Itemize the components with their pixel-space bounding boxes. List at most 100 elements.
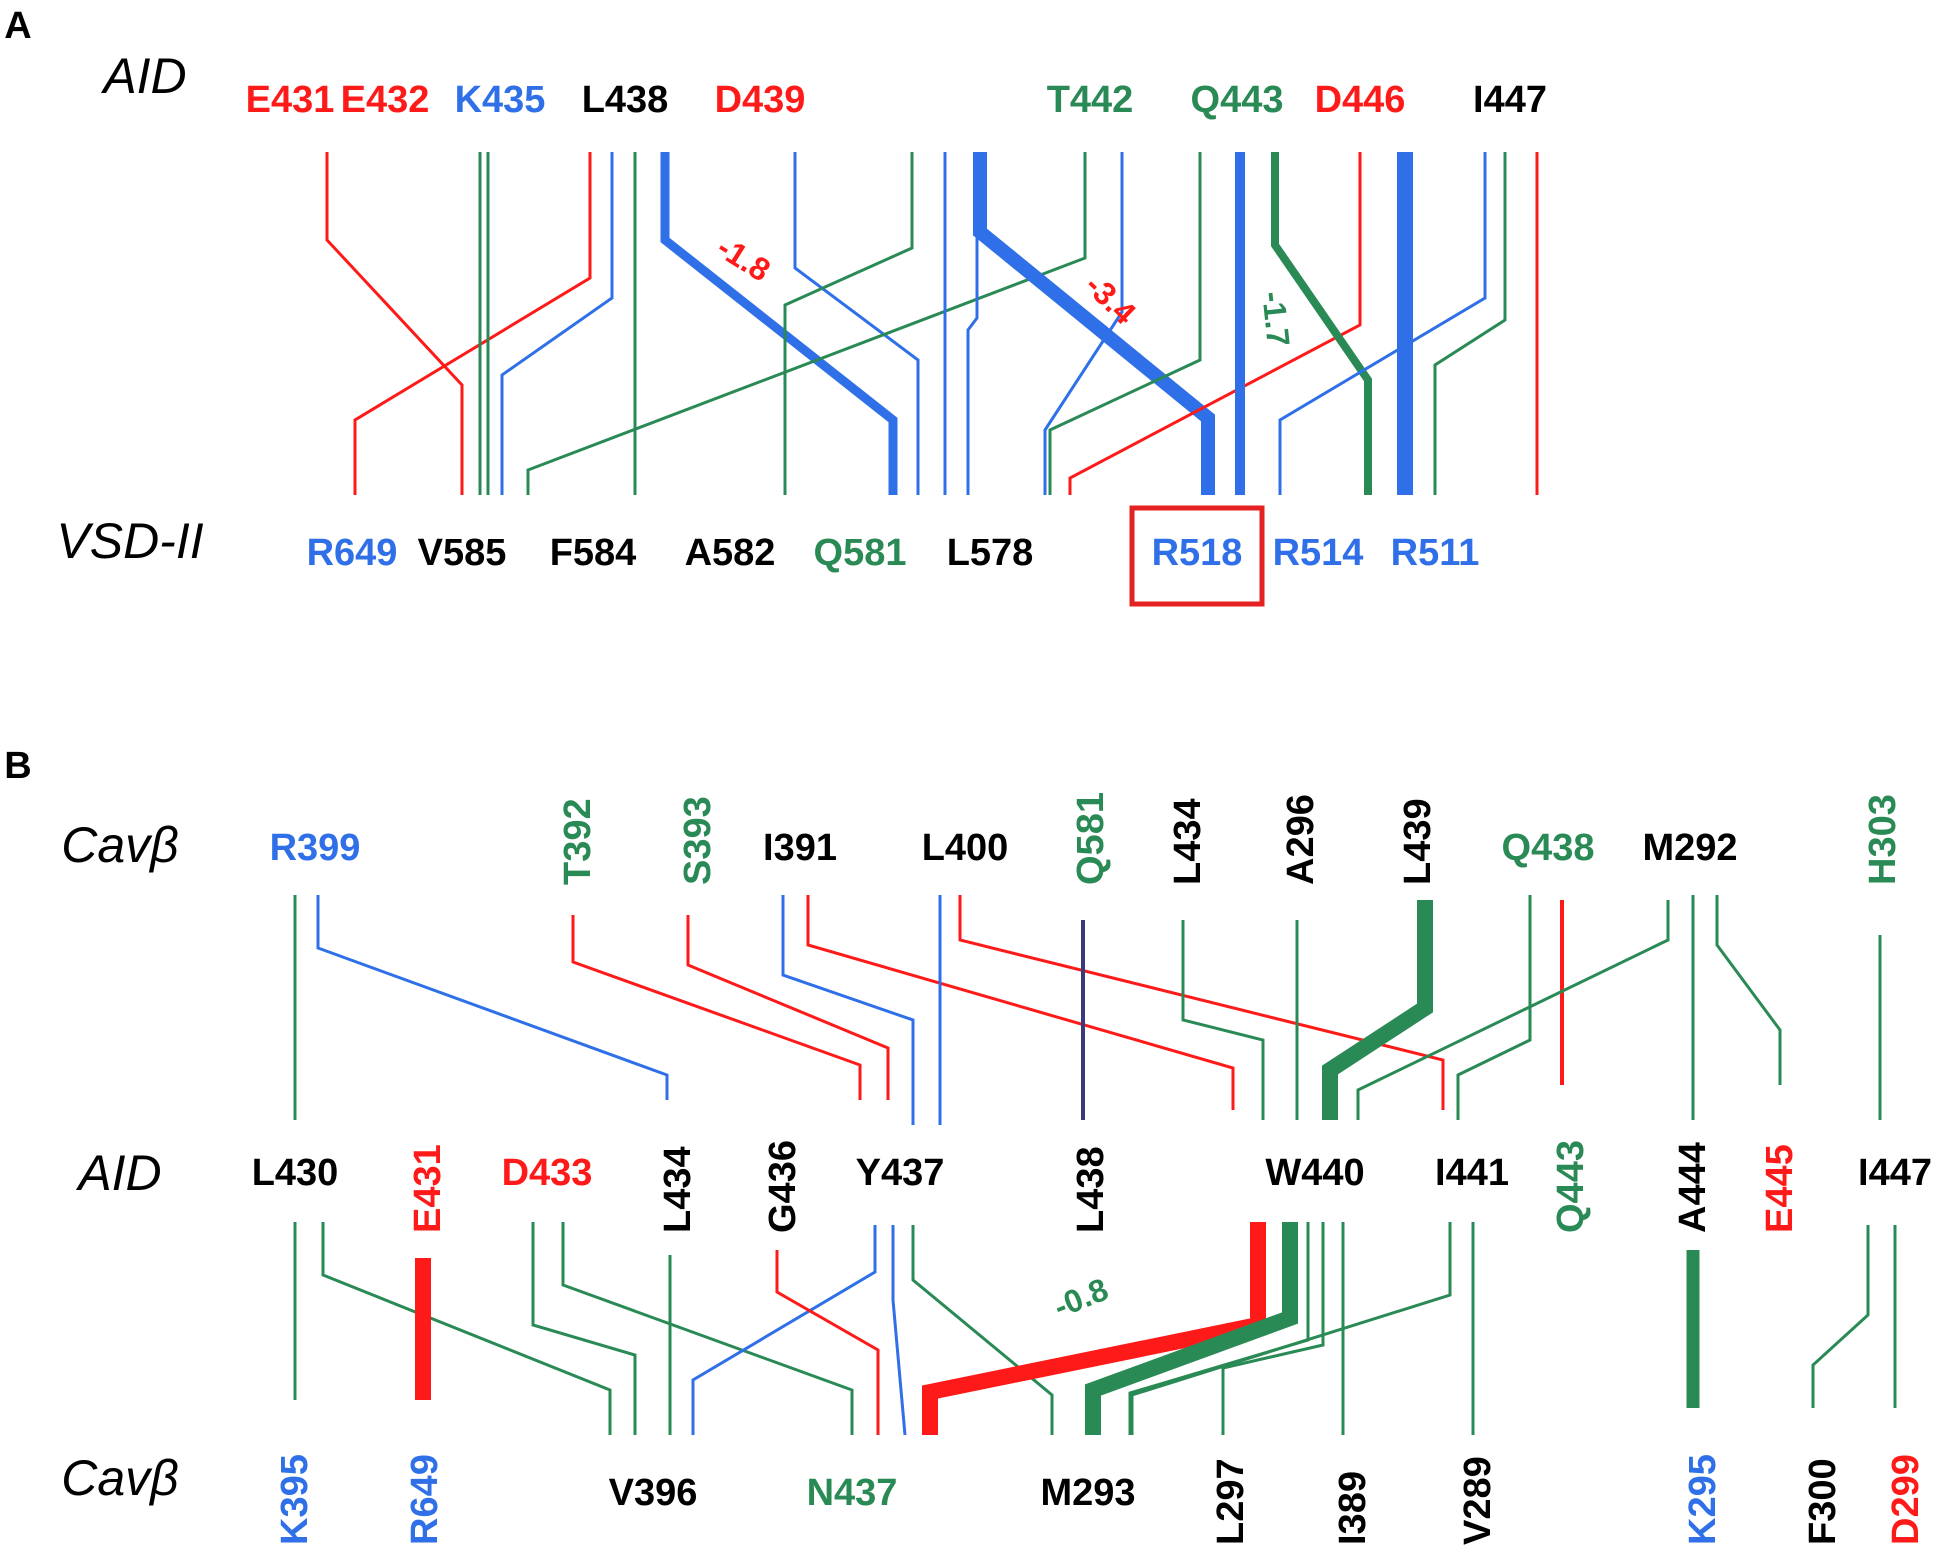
highlight-box bbox=[1129, 505, 1265, 607]
contact-line bbox=[958, 895, 1445, 1110]
cavb-residue: L439 bbox=[1397, 798, 1439, 885]
cavb-residue: Q438 bbox=[1502, 827, 1595, 869]
contact-line bbox=[571, 915, 862, 1100]
contact-line bbox=[1221, 1222, 1325, 1435]
contact-line bbox=[1130, 1222, 1452, 1435]
aid-residue: D433 bbox=[502, 1152, 593, 1194]
contact-line bbox=[973, 152, 1215, 495]
row-label-aid: AID bbox=[75, 1145, 161, 1201]
panel-label-b: B bbox=[4, 745, 31, 787]
aid-residue: I447 bbox=[1473, 79, 1547, 121]
contact-line bbox=[325, 152, 464, 495]
aid-residue: I447 bbox=[1858, 1152, 1932, 1194]
contact-line bbox=[686, 915, 890, 1100]
aid-residue: I441 bbox=[1435, 1152, 1509, 1194]
aid-residue: L438 bbox=[1070, 1146, 1112, 1233]
aid-residue: G436 bbox=[762, 1140, 804, 1233]
aid-residue: L430 bbox=[252, 1152, 339, 1194]
aid-residue: E431 bbox=[246, 79, 335, 121]
vsd-residue: V585 bbox=[418, 532, 507, 574]
aid-residue: E432 bbox=[341, 79, 430, 121]
contact-line bbox=[922, 1222, 1266, 1435]
cavb-residue: R399 bbox=[270, 827, 361, 869]
contact-line bbox=[1043, 152, 1124, 495]
cavb-residue: V289 bbox=[1457, 1456, 1499, 1545]
row-label-aid: AID bbox=[100, 48, 186, 104]
vsd-residue: R511 bbox=[1391, 532, 1480, 574]
contact-line bbox=[500, 152, 614, 495]
contact-line bbox=[526, 152, 1087, 495]
contact-line bbox=[1715, 895, 1782, 1085]
cavb-residue: D299 bbox=[1885, 1454, 1927, 1545]
contact-line bbox=[1085, 1222, 1298, 1435]
energy-annotation: -0.8 bbox=[1049, 1271, 1114, 1325]
aid-residue: E445 bbox=[1759, 1144, 1801, 1233]
cavb-residue: Q581 bbox=[1070, 792, 1112, 885]
cavb-residue: R649 bbox=[404, 1454, 446, 1545]
vsd-residue: A582 bbox=[685, 532, 776, 574]
contact-line bbox=[1433, 152, 1507, 495]
energy-annotation: -1.7 bbox=[1255, 290, 1297, 349]
cavb-residue: K295 bbox=[1682, 1454, 1724, 1545]
vsd-residue: R514 bbox=[1273, 532, 1364, 574]
contact-line bbox=[1068, 152, 1362, 495]
row-label-cavb-bottom: Cavβ bbox=[61, 1450, 178, 1506]
aid-residue: K435 bbox=[455, 79, 546, 121]
contact-line bbox=[660, 152, 898, 495]
vsd-residue: Q581 bbox=[814, 532, 907, 574]
aid-residue: L434 bbox=[657, 1146, 699, 1233]
contact-line bbox=[793, 152, 920, 495]
vsd-residue: F584 bbox=[550, 532, 637, 574]
contact-line bbox=[1048, 152, 1202, 495]
cavb-residue: I391 bbox=[763, 827, 837, 869]
cavb-residue: N437 bbox=[807, 1472, 898, 1514]
aid-residue: D439 bbox=[715, 79, 806, 121]
contact-line bbox=[1811, 1225, 1870, 1408]
contact-line bbox=[1181, 920, 1265, 1120]
aid-residue: Q443 bbox=[1550, 1140, 1592, 1233]
aid-residue: Q443 bbox=[1191, 79, 1284, 121]
contact-line bbox=[561, 1222, 854, 1435]
aid-residue: L438 bbox=[582, 79, 669, 121]
contact-line bbox=[1456, 895, 1532, 1120]
vsd-residue: R649 bbox=[307, 532, 398, 574]
cavb-residue: F300 bbox=[1802, 1458, 1844, 1545]
cavb-residue: I389 bbox=[1332, 1471, 1374, 1545]
aid-residue: D446 bbox=[1315, 79, 1406, 121]
cavb-residue: K395 bbox=[274, 1454, 316, 1545]
cavb-residue: H303 bbox=[1862, 794, 1904, 885]
contact-line bbox=[775, 1250, 880, 1435]
aid-residue: T442 bbox=[1047, 79, 1134, 121]
row-label-vsd-ii: VSD-II bbox=[56, 513, 203, 569]
aid-residue: E431 bbox=[407, 1144, 449, 1233]
contact-line bbox=[353, 152, 592, 495]
aid-residue: A444 bbox=[1672, 1142, 1714, 1233]
cavb-residue: M292 bbox=[1642, 827, 1737, 869]
vsd-residue: L578 bbox=[947, 532, 1034, 574]
connection-lines bbox=[293, 152, 1897, 1436]
cavb-residue: S393 bbox=[677, 796, 719, 885]
contact-line bbox=[1322, 900, 1433, 1120]
cavb-residue: L297 bbox=[1210, 1458, 1252, 1545]
contact-line bbox=[691, 1225, 877, 1435]
cavb-residue: V396 bbox=[609, 1472, 698, 1514]
aid-residue: Y437 bbox=[856, 1152, 945, 1194]
aid-residue: W440 bbox=[1265, 1152, 1364, 1194]
contact-line bbox=[781, 895, 915, 1125]
contact-line bbox=[316, 895, 669, 1100]
contact-line bbox=[321, 1222, 612, 1435]
row-label-cavb-top: Cavβ bbox=[61, 817, 178, 873]
contact-line bbox=[531, 1222, 637, 1435]
contact-line bbox=[891, 1225, 907, 1436]
cavb-residue: A296 bbox=[1280, 794, 1322, 885]
contact-line bbox=[1356, 900, 1670, 1120]
contact-line bbox=[1271, 152, 1372, 495]
cavb-residue: M293 bbox=[1040, 1472, 1135, 1514]
highlight-boxes bbox=[1129, 505, 1265, 607]
contact-line bbox=[783, 152, 914, 495]
cavb-residue: L434 bbox=[1167, 798, 1209, 885]
contact-line bbox=[1278, 152, 1487, 495]
panel-label-a: A bbox=[4, 5, 31, 47]
